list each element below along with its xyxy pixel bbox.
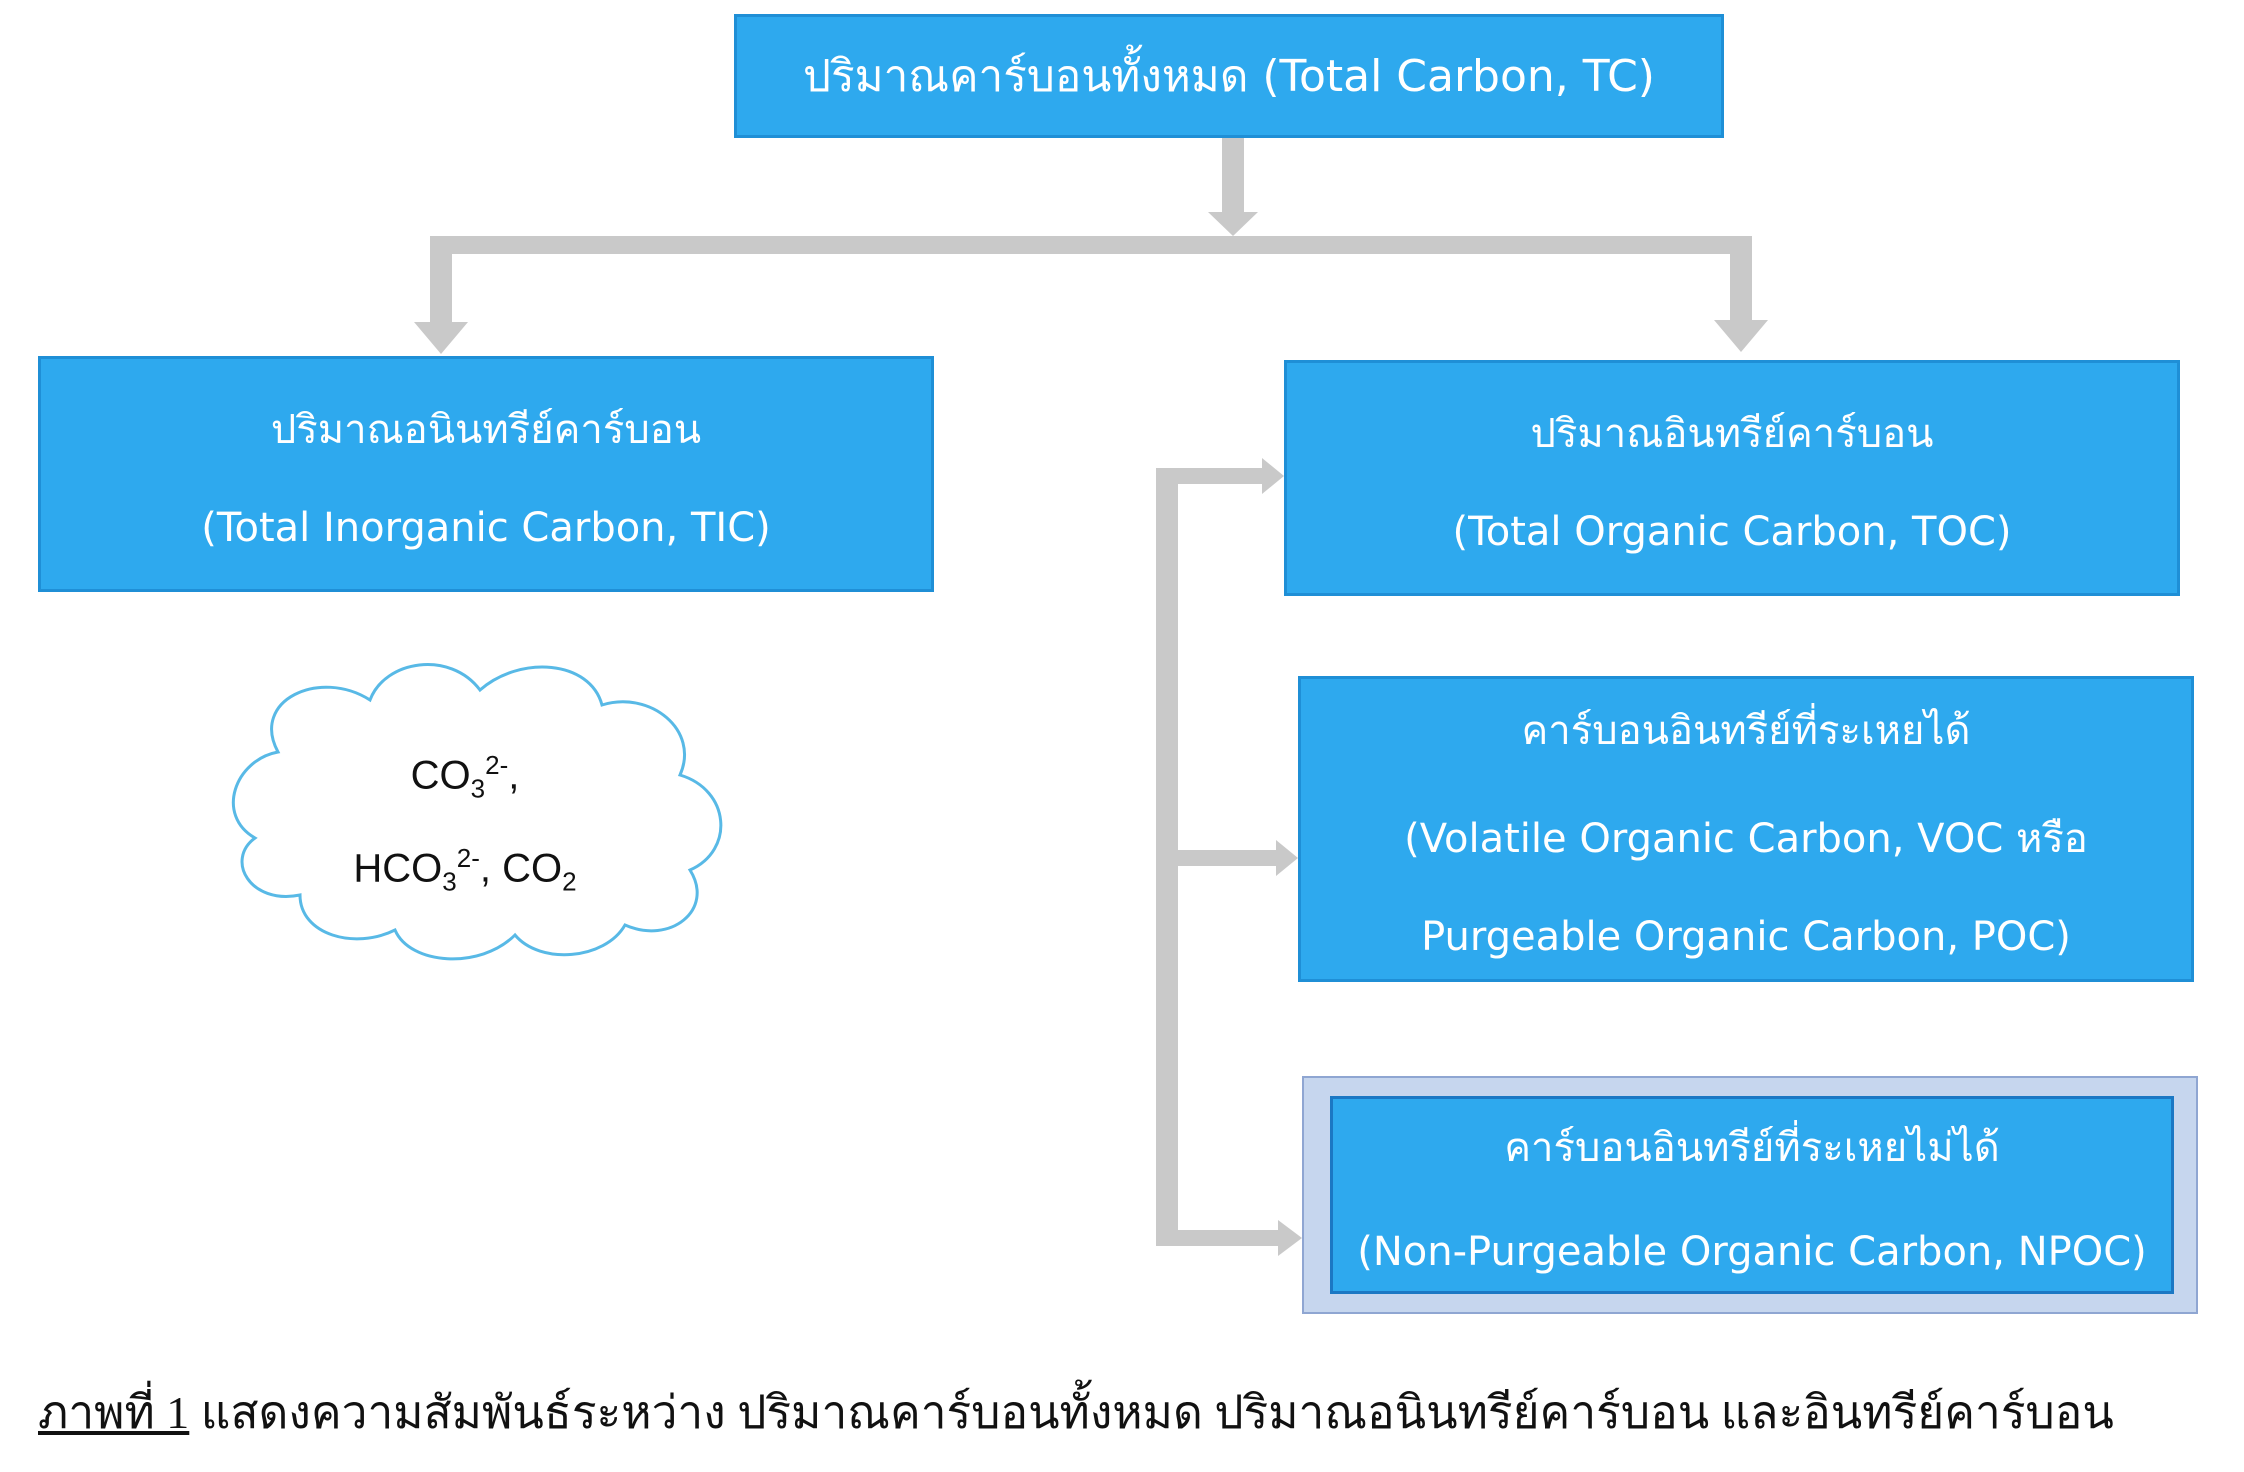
bicarbonate-co2-formula: HCO32-, CO2 [353, 843, 577, 897]
figure-caption: ภาพที่ 1 แสดงความสัมพันธ์ระหว่าง ปริมาณค… [38, 1376, 2228, 1449]
connector-tc-arrowhead [1208, 212, 1258, 236]
total-organic-carbon-box: ปริมาณอินทรีย์คาร์บอน (Total Organic Car… [1284, 360, 2180, 596]
non-purgeable-organic-carbon-thai: คาร์บอนอินทรีย์ที่ระเหยไม่ได้ [1504, 1125, 2000, 1171]
connector-to-npoc [1156, 1230, 1282, 1246]
total-carbon-box: ปริมาณคาร์บอนทั้งหมด (Total Carbon, TC) [734, 14, 1724, 138]
connector-to-toc [1156, 468, 1266, 484]
connector-to-voc [1156, 850, 1280, 866]
total-inorganic-carbon-thai: ปริมาณอนินทรีย์คาร์บอน [270, 407, 702, 453]
connector-tic-arrowhead [414, 322, 468, 354]
total-organic-carbon-english: (Total Organic Carbon, TOC) [1452, 509, 2012, 555]
total-carbon-label: ปริมาณคาร์บอนทั้งหมด (Total Carbon, TC) [803, 51, 1655, 102]
connector-toc-arrowhead [1714, 320, 1768, 352]
non-purgeable-organic-carbon-english: (Non-Purgeable Organic Carbon, NPOC) [1357, 1229, 2147, 1275]
volatile-organic-carbon-box: คาร์บอนอินทรีย์ที่ระเหยได้ (Volatile Org… [1298, 676, 2194, 982]
purgeable-organic-carbon-english: Purgeable Organic Carbon, POC) [1421, 914, 2071, 960]
volatile-organic-carbon-english: (Volatile Organic Carbon, VOC หรือ [1404, 816, 2088, 862]
connector-to-toc-arrowhead [1262, 458, 1284, 494]
volatile-organic-carbon-thai: คาร์บอนอินทรีย์ที่ระเหยได้ [1521, 708, 1971, 754]
figure-caption-text: แสดงความสัมพันธ์ระหว่าง ปริมาณคาร์บอนทั้… [189, 1387, 2114, 1438]
connector-horizontal-bar [430, 236, 1752, 254]
carbonate-formula: CO32-, [410, 750, 520, 804]
connector-tic-stem [430, 236, 452, 330]
connector-tc-stem [1222, 138, 1244, 218]
connector-to-npoc-arrowhead [1278, 1220, 1302, 1256]
cloud-shape [231, 663, 723, 961]
connector-to-voc-arrowhead [1276, 840, 1298, 876]
figure-label: ภาพที่ 1 [38, 1387, 190, 1438]
connectors [414, 138, 1768, 1256]
total-inorganic-carbon-english: (Total Inorganic Carbon, TIC) [201, 505, 771, 551]
inorganic-species-list: CO32-, HCO32-, CO2 [300, 730, 630, 917]
connector-toc-stem [1730, 236, 1752, 328]
total-organic-carbon-thai: ปริมาณอินทรีย์คาร์บอน [1530, 411, 1934, 457]
total-inorganic-carbon-box: ปริมาณอนินทรีย์คาร์บอน (Total Inorganic … [38, 356, 934, 592]
non-purgeable-organic-carbon-box: คาร์บอนอินทรีย์ที่ระเหยไม่ได้ (Non-Purge… [1330, 1096, 2174, 1294]
